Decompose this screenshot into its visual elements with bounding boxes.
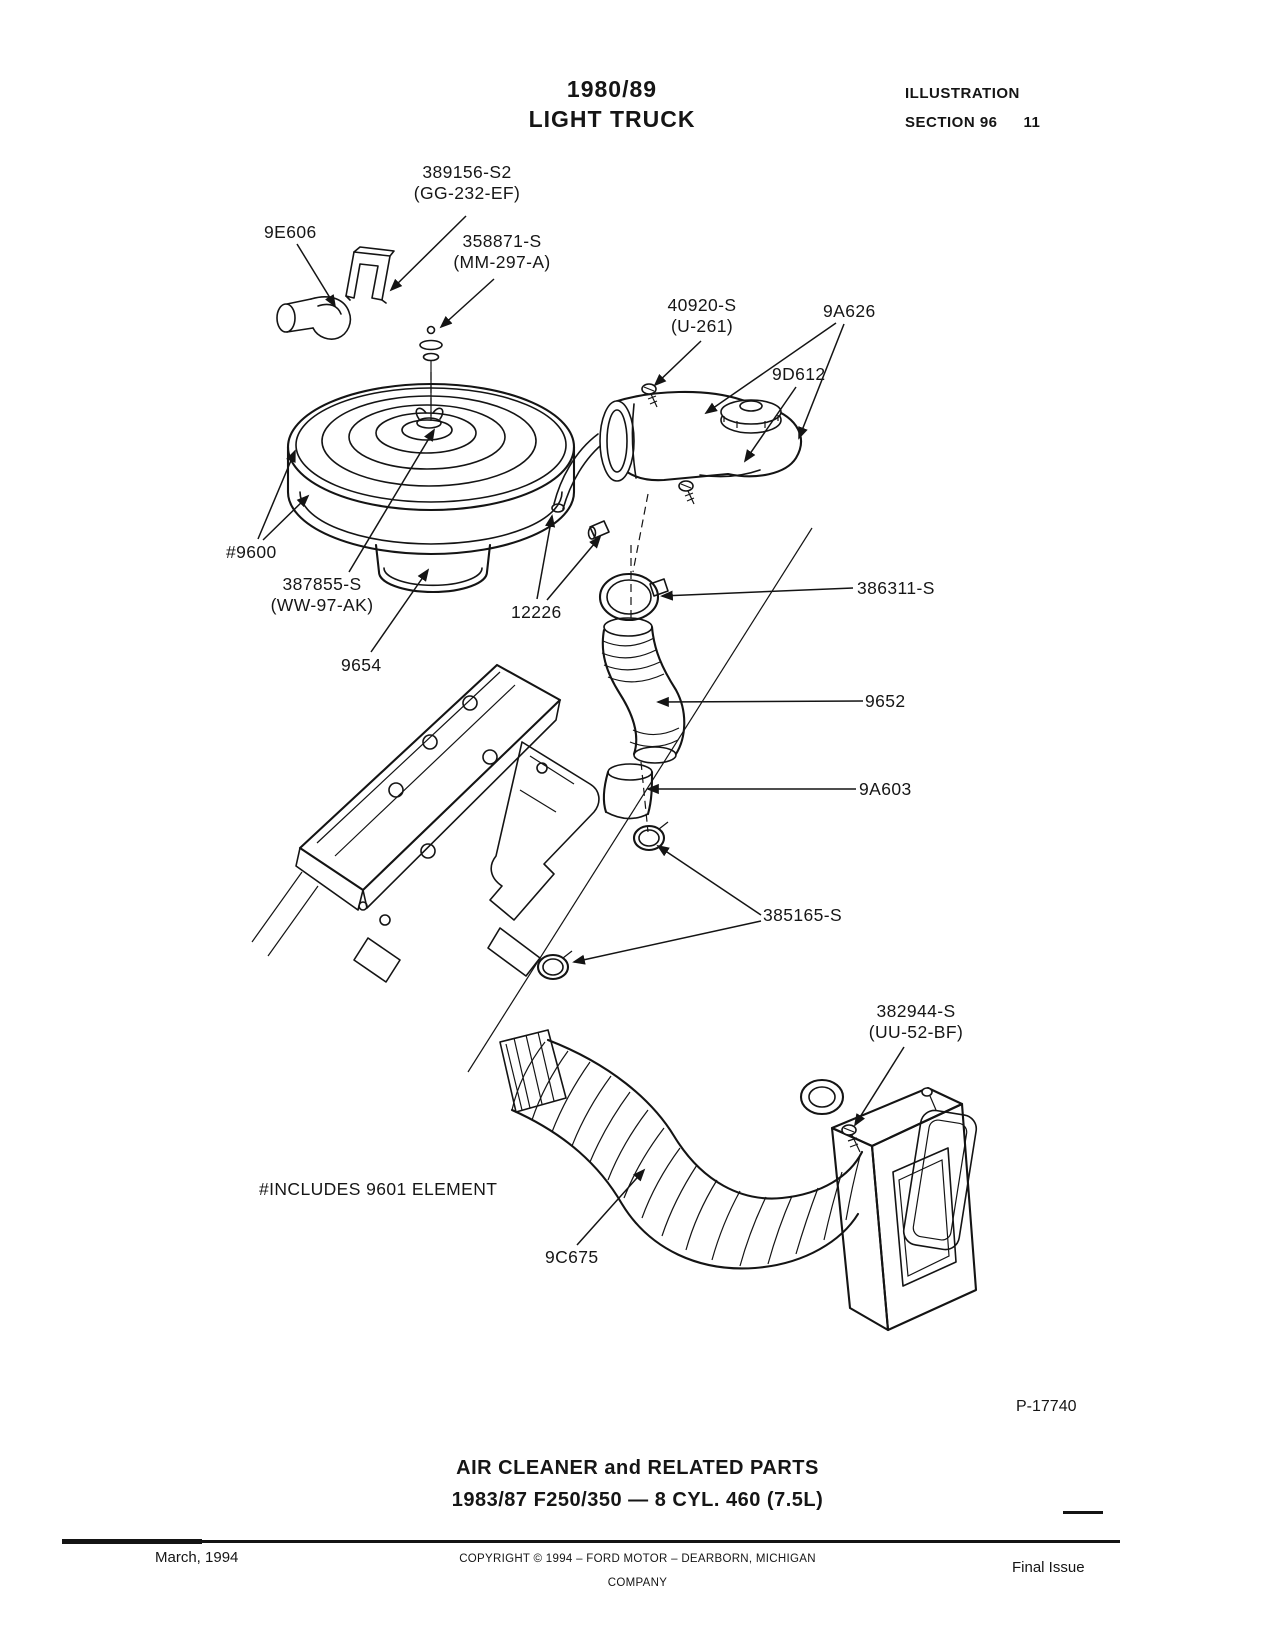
small-clamp-b-drawing bbox=[538, 951, 572, 979]
part-number: 387855-S bbox=[282, 574, 362, 594]
section-label: SECTION 96 bbox=[905, 114, 998, 131]
part-code: (MM-297-A) bbox=[453, 252, 551, 272]
part-label-386311-s: 386311-S bbox=[857, 578, 935, 598]
page-title-series: LIGHT TRUCK bbox=[528, 106, 696, 132]
gasket-drawing bbox=[902, 1108, 979, 1251]
page-title-years: 1980/89 bbox=[566, 76, 658, 102]
hose-clamp-drawing bbox=[600, 574, 668, 620]
caption-underline bbox=[1063, 1511, 1103, 1514]
copyright-line2: COMPANY bbox=[607, 1577, 668, 1589]
part-label-382944-s: 382944-S (UU-52-BF) bbox=[831, 1001, 1001, 1043]
part-code: (UU-52-BF) bbox=[868, 1022, 964, 1042]
part-code: (GG-232-EF) bbox=[413, 183, 521, 203]
page-title: 1980/89 LIGHT TRUCK bbox=[462, 74, 762, 134]
alignment-line bbox=[468, 528, 812, 1072]
air-cleaner-drawing bbox=[288, 327, 609, 593]
illustration-label: ILLUSTRATION bbox=[905, 85, 1020, 102]
footer-date: March, 1994 bbox=[155, 1549, 239, 1566]
part-label-9654: 9654 bbox=[341, 655, 382, 675]
part-code: (WW-97-AK) bbox=[270, 595, 374, 615]
footer-rule-cap bbox=[62, 1539, 202, 1544]
figure-caption: AIR CLEANER and RELATED PARTS 1983/87 F2… bbox=[0, 1452, 1275, 1516]
part-label-9600: #9600 bbox=[226, 542, 277, 562]
part-code: (U-261) bbox=[670, 316, 734, 336]
valve-cover-drawing bbox=[252, 665, 599, 982]
section-line: SECTION 96 11 bbox=[905, 108, 1125, 137]
part-label-385165-s: 385165-S bbox=[763, 905, 843, 925]
part-label-358871-s: 358871-S (MM-297-A) bbox=[422, 231, 582, 273]
flex-hose-drawing bbox=[602, 545, 684, 832]
part-number: 358871-S bbox=[462, 231, 542, 251]
part-label-9652: 9652 bbox=[865, 691, 906, 711]
screw-40920-drawing bbox=[642, 384, 657, 407]
vent-elbow-drawing bbox=[277, 297, 350, 339]
part-label-9d612: 9D612 bbox=[772, 364, 826, 384]
part-number: 382944-S bbox=[876, 1001, 956, 1021]
part-label-9a626: 9A626 bbox=[823, 301, 876, 321]
includes-note: #INCLUDES 9601 ELEMENT bbox=[259, 1179, 498, 1199]
screw-382944-drawing bbox=[842, 1088, 936, 1152]
small-clamp-a-drawing bbox=[634, 822, 668, 850]
copyright-line1: COPYRIGHT © 1994 – FORD MOTOR – DEARBORN… bbox=[459, 1553, 816, 1565]
figure-reference: P-17740 bbox=[1016, 1398, 1077, 1415]
part-label-40920-s: 40920-S (U-261) bbox=[617, 295, 787, 337]
leader-lines bbox=[258, 216, 904, 1245]
footer-copyright: COPYRIGHT © 1994 – FORD MOTOR – DEARBORN… bbox=[0, 1547, 1275, 1595]
caption-subtitle: 1983/87 F250/350 — 8 CYL. 460 (7.5L) bbox=[451, 1489, 824, 1511]
grommet-drawing bbox=[801, 1080, 843, 1114]
footer-issue: Final Issue bbox=[1012, 1559, 1085, 1576]
part-number: 40920-S bbox=[667, 295, 737, 315]
part-label-9c675: 9C675 bbox=[545, 1247, 599, 1267]
part-label-12226: 12226 bbox=[511, 602, 562, 622]
air-duct-drawing bbox=[600, 384, 801, 572]
section-header: ILLUSTRATION SECTION 96 11 bbox=[905, 79, 1125, 137]
part-label-389156-s2: 389156-S2 (GG-232-EF) bbox=[382, 162, 552, 204]
part-label-387855-s: 387855-S (WW-97-AK) bbox=[237, 574, 407, 616]
part-label-9e606: 9E606 bbox=[264, 222, 317, 242]
flex-duct-drawing bbox=[500, 1030, 862, 1268]
page-number: 11 bbox=[1023, 114, 1041, 131]
lower-hose-drawing bbox=[604, 764, 652, 819]
part-number: 389156-S2 bbox=[422, 162, 512, 182]
clip-drawing bbox=[346, 247, 394, 303]
part-label-9a603: 9A603 bbox=[859, 779, 912, 799]
inlet-housing-drawing bbox=[832, 1088, 976, 1330]
footer-rule bbox=[62, 1540, 1120, 1543]
screw-40920b-drawing bbox=[679, 481, 694, 504]
caption-title: AIR CLEANER and RELATED PARTS bbox=[456, 1457, 819, 1479]
